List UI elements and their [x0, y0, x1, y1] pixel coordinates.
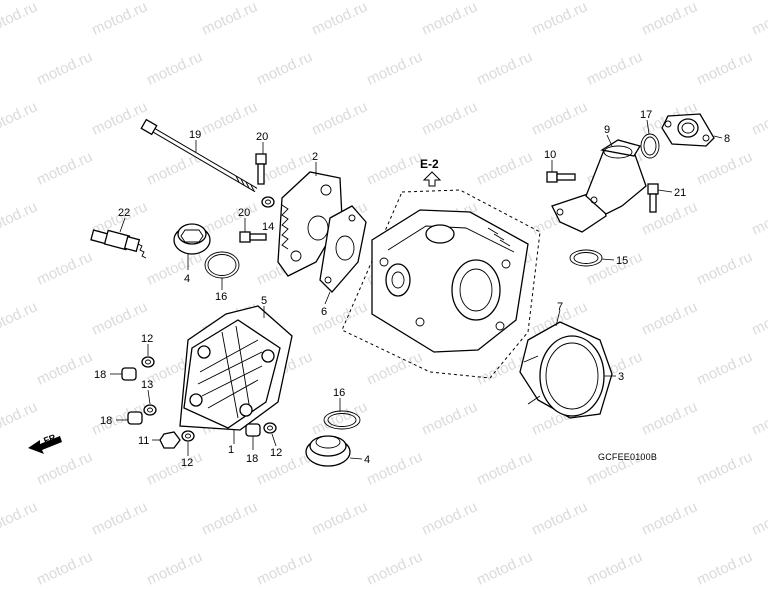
callout-22: 22	[118, 207, 130, 219]
callout-18-b: 18	[100, 415, 112, 427]
sealing-washer-12b[interactable]	[181, 430, 195, 442]
direction-label: FR.	[42, 431, 59, 445]
o-ring-lower[interactable]	[323, 410, 361, 430]
sealing-washer-12c[interactable]	[263, 422, 277, 434]
callout-4-lower: 4	[364, 454, 370, 466]
cap-nut-18c[interactable]	[245, 423, 261, 437]
section-ref-label: E-2	[420, 157, 439, 171]
callout-6: 6	[321, 306, 327, 318]
callout-12-c: 12	[270, 447, 282, 459]
cap-nut-18b[interactable]	[127, 411, 143, 425]
washer-14[interactable]	[261, 196, 275, 208]
tappet-cap-upper[interactable]	[173, 223, 211, 255]
callout-4-upper: 4	[184, 273, 190, 285]
front-arrow-icon	[28, 436, 62, 454]
cylinder-head-assembly[interactable]	[341, 189, 541, 379]
callout-5: 5	[261, 295, 267, 307]
sealing-washer-13[interactable]	[143, 404, 157, 416]
callout-21: 21	[674, 187, 686, 199]
bolt-lower[interactable]	[239, 231, 267, 243]
nut-11[interactable]	[159, 431, 181, 449]
flange-8[interactable]	[661, 113, 715, 147]
side-cover[interactable]	[519, 321, 613, 419]
o-ring-15[interactable]	[569, 249, 603, 267]
gasket-6[interactable]	[319, 205, 367, 293]
callout-12-b: 12	[181, 457, 193, 469]
callout-7: 7	[557, 301, 563, 313]
stud-bolt[interactable]	[140, 118, 258, 193]
callout-17: 17	[640, 109, 652, 121]
o-ring-upper[interactable]	[204, 251, 240, 279]
section-arrow	[422, 171, 442, 187]
callout-16-lower: 16	[333, 387, 345, 399]
callout-19: 19	[189, 129, 201, 141]
callout-9: 9	[604, 124, 610, 136]
bolt-10[interactable]	[546, 171, 576, 183]
callout-3: 3	[618, 371, 624, 383]
callout-11: 11	[138, 435, 149, 447]
head-cover[interactable]	[179, 305, 293, 431]
callout-10: 10	[544, 149, 556, 161]
o-ring-17[interactable]	[640, 133, 660, 159]
spark-plug[interactable]	[90, 229, 147, 259]
callout-15: 15	[616, 255, 628, 267]
callout-20-upper: 20	[256, 131, 268, 143]
intake-pipe[interactable]	[551, 139, 647, 233]
diagram-code: GCFEE0100B	[598, 452, 658, 462]
sealing-washer-12a[interactable]	[141, 356, 155, 368]
tappet-cap-lower[interactable]	[305, 435, 351, 467]
bolt-upper[interactable]	[255, 153, 267, 185]
callout-14: 14	[262, 221, 274, 233]
callout-20-lower: 20	[238, 207, 250, 219]
callout-13: 13	[141, 379, 153, 391]
callout-12-a: 12	[141, 333, 153, 345]
cap-nut-18a[interactable]	[121, 367, 137, 381]
bolt-21[interactable]	[647, 183, 659, 213]
parts-diagram: 1 2 3 4 4 5 6 7 8 9 10 11 12 12 12 13 14…	[28, 109, 730, 469]
callout-16-upper: 16	[215, 291, 227, 303]
callout-1: 1	[228, 444, 234, 456]
callout-18-c: 18	[246, 453, 258, 465]
callout-2: 2	[312, 151, 318, 163]
callout-8: 8	[724, 133, 730, 145]
callout-18-a: 18	[94, 369, 106, 381]
